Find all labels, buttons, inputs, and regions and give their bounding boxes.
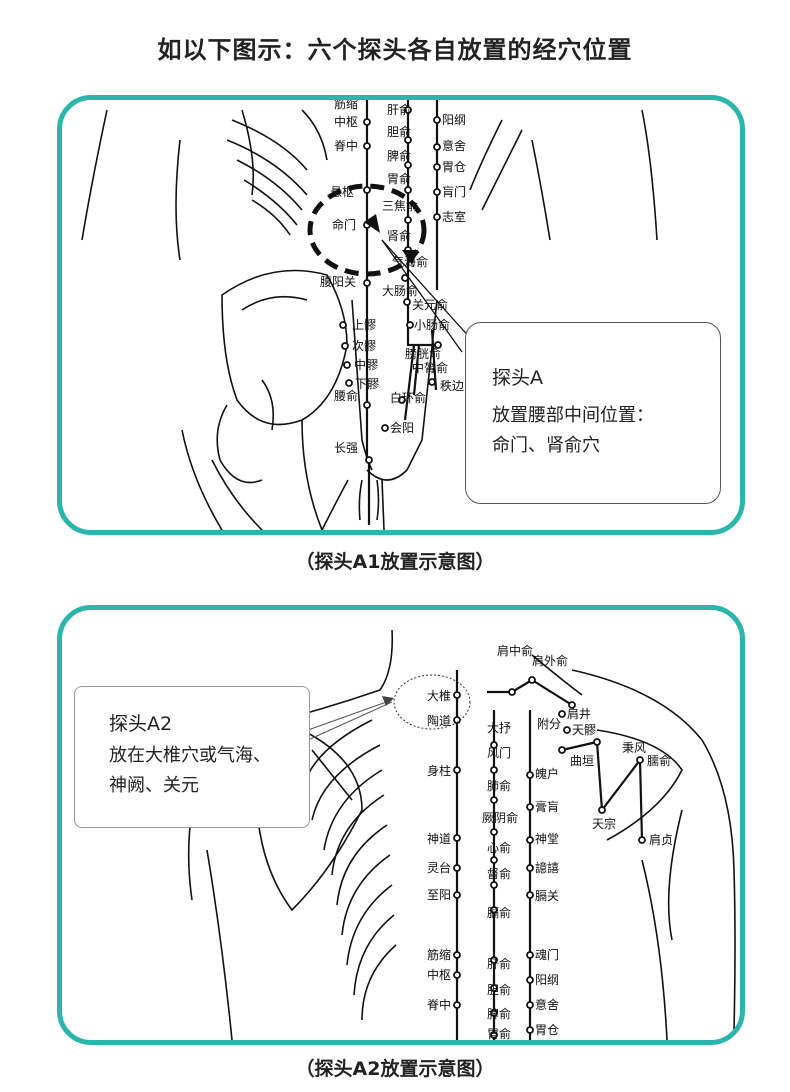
label-mingmen: 命门 <box>332 217 356 232</box>
label-zhiyang: 至阳 <box>427 888 451 902</box>
upper-back-diagram: 大椎 陶道 身柱 神道 灵台 至阳 筋缩 中枢 脊中 肩中俞 肩外俞 大抒 风门… <box>187 629 736 1040</box>
arrow-head-icon <box>382 696 394 706</box>
label-xialiao: 下髎 <box>355 377 379 391</box>
callout-line-2: 命门、肾俞穴 <box>492 435 600 456</box>
probe-a2-callout: 探头A2 放在大椎穴或气海、 神阙、关元 <box>74 686 310 828</box>
panel1-caption: （探头A1放置示意图） <box>295 551 495 573</box>
label-yaoyangguan: 腰阳关 <box>320 275 356 289</box>
label-ganshu: 肝俞 <box>387 102 411 117</box>
label-naoshu: 臑俞 <box>647 753 671 768</box>
label-yishe: 意舍 <box>535 997 559 1012</box>
label-qihaishu: 气海俞 <box>392 254 428 269</box>
label-taodao: 陶道 <box>427 713 451 728</box>
label-jianjing: 肩井 <box>567 706 591 721</box>
label-fengmen: 风门 <box>487 745 511 760</box>
callout-title: 探头A2 <box>109 713 173 735</box>
label-baihuanshu: 白环俞 <box>390 390 426 405</box>
label-yanggang: 阳纲 <box>535 973 559 987</box>
highlight-ellipse <box>393 674 471 730</box>
label-yixi: 譩譆 <box>535 860 559 875</box>
label-yanggang: 阳纲 <box>442 113 466 127</box>
label-jizhong: 脊中 <box>427 997 451 1012</box>
label-zhishi: 志室 <box>442 209 466 224</box>
label-shenzhu: 身柱 <box>427 763 451 778</box>
label-bingfeng: 秉风 <box>622 741 646 755</box>
label-jueyinshu: 厥阴俞 <box>482 810 518 825</box>
label-yaoshu: 腰俞 <box>334 388 358 403</box>
label-jizhong: 脊中 <box>334 138 358 153</box>
label-dazhui: 大椎 <box>427 688 451 703</box>
label-dushu: 督俞 <box>487 866 511 881</box>
label-ganshu: 肝俞 <box>487 956 511 971</box>
label-jianzhen: 肩贞 <box>649 832 673 847</box>
label-jianwaishu: 肩外俞 <box>532 653 568 668</box>
label-zhongshu: 中枢 <box>334 114 358 129</box>
label-guanyuanshu: 关元俞 <box>412 297 448 312</box>
highlight-circle <box>307 183 427 277</box>
page-heading: 如以下图示：六个探头各自放置的经穴位置 <box>157 36 633 64</box>
label-xiaochangshu: 小肠俞 <box>414 317 450 332</box>
label-pishu: 脾俞 <box>487 1006 511 1021</box>
label-jinsuo: 筋缩 <box>334 100 358 111</box>
label-pohu: 魄户 <box>535 766 559 781</box>
probe-a2-panel: 大椎 陶道 身柱 神道 灵台 至阳 筋缩 中枢 脊中 肩中俞 肩外俞 大抒 风门… <box>57 605 745 1045</box>
label-zhongliao: 中髎 <box>354 357 378 372</box>
label-jinsuo: 筋缩 <box>427 947 451 962</box>
label-dazhu: 大抒 <box>487 721 511 735</box>
label-shentang: 神堂 <box>535 832 559 846</box>
label-zhonglvshu: 中膂俞 <box>412 360 448 375</box>
label-shangliao: 上髎 <box>352 318 376 332</box>
lower-back-diagram: 筋缩 中枢 脊中 悬枢 命门 腰阳关 腰俞 长强 肝俞 胆俞 脾俞 胃俞 三焦俞… <box>81 100 658 530</box>
label-weishu: 胃俞 <box>487 1026 511 1040</box>
label-jianzhongshu: 肩中俞 <box>497 643 533 658</box>
label-geshu: 膈俞 <box>487 905 511 920</box>
label-zhongshu: 中枢 <box>427 967 451 982</box>
label-weicang: 胃仓 <box>442 160 466 174</box>
arrow-head-icon <box>364 214 380 233</box>
label-ciliao: 次髎 <box>352 339 376 353</box>
callout-line-1: 放在大椎穴或气海、 <box>109 745 271 766</box>
label-danshu: 胆俞 <box>387 124 411 139</box>
label-hunmen: 魂门 <box>535 947 559 962</box>
label-tianzong: 天宗 <box>592 816 616 831</box>
label-changqiang: 长强 <box>334 441 358 455</box>
label-yishe: 意舍 <box>442 138 466 153</box>
label-danshu: 胆俞 <box>487 982 511 997</box>
label-huangmen: 肓门 <box>442 184 466 199</box>
label-lingtai: 灵台 <box>427 860 451 875</box>
label-shenshu: 肾俞 <box>387 228 411 243</box>
probe-a1-panel: 筋缩 中枢 脊中 悬枢 命门 腰阳关 腰俞 长强 肝俞 胆俞 脾俞 胃俞 三焦俞… <box>57 95 745 535</box>
probe-a-callout: 探头A 放置腰部中间位置： 命门、肾俞穴 <box>465 322 721 504</box>
panel2-caption: （探头A2放置示意图） <box>295 1058 495 1080</box>
label-pangguangshu: 膀胱俞 <box>405 346 441 361</box>
label-pishu: 脾俞 <box>387 148 411 163</box>
label-zhibian: 秩边 <box>440 379 464 393</box>
callout-line-2: 神阙、关元 <box>109 775 199 796</box>
label-sanjiaoshu: 三焦俞 <box>382 198 418 213</box>
label-geguan: 膈关 <box>535 889 559 903</box>
label-xinshu: 心俞 <box>487 840 511 855</box>
label-huiyang: 会阳 <box>390 421 414 435</box>
label-feishu: 肺俞 <box>487 778 511 793</box>
label-xuanshu: 悬枢 <box>330 184 354 199</box>
label-tianliao: 天髎 <box>572 723 596 737</box>
label-weishu: 胃俞 <box>387 171 411 186</box>
label-weicang: 胃仓 <box>535 1023 559 1037</box>
label-dachangshu: 大肠俞 <box>382 283 418 298</box>
label-shendao: 神道 <box>427 832 451 846</box>
label-gaohuang: 膏肓 <box>535 799 559 814</box>
callout-line-1: 放置腰部中间位置： <box>492 405 654 426</box>
label-quyuan: 曲垣 <box>570 754 594 768</box>
label-fufen: 附分 <box>537 717 561 731</box>
callout-title: 探头A <box>492 367 543 389</box>
